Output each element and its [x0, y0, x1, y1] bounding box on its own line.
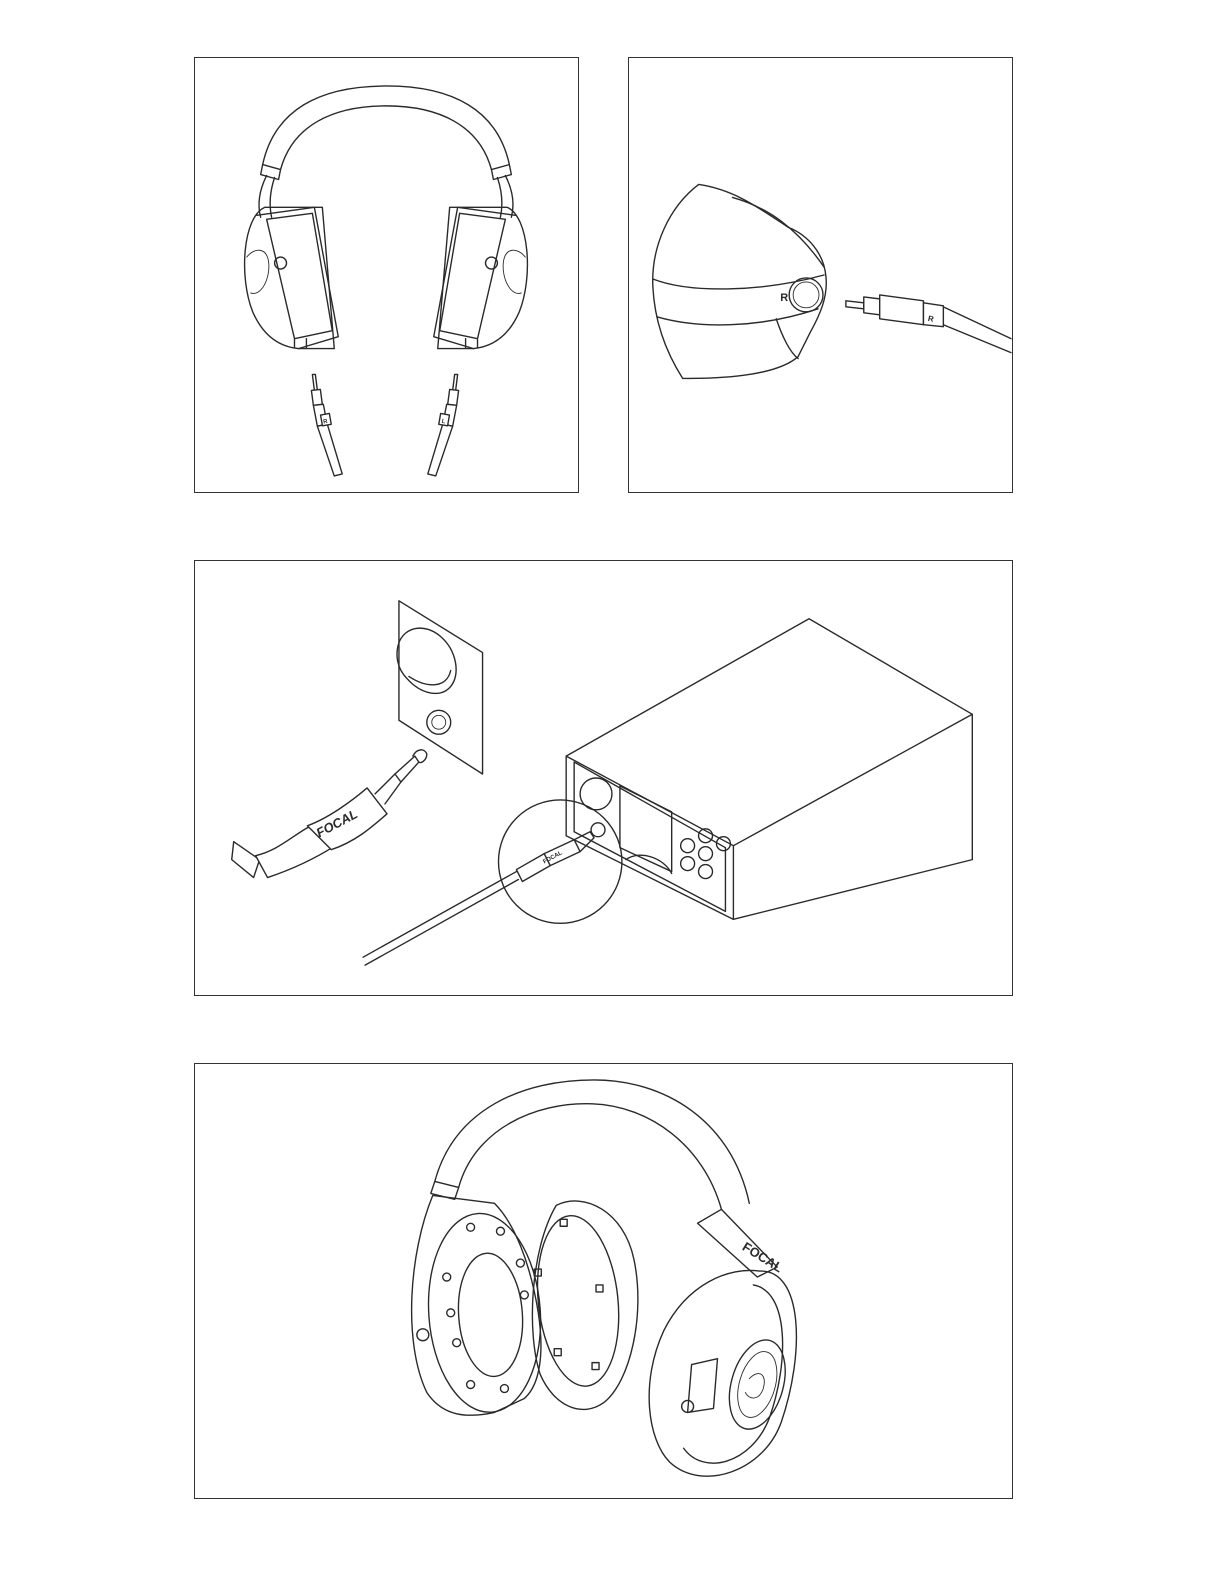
plug-right-detached: R — [311, 374, 342, 475]
earcup-cable-closeup-illustration: R R — [629, 58, 1012, 492]
earcup-socket-letter: R — [780, 292, 788, 304]
yoke-left — [259, 176, 275, 218]
earcup-open-baffle — [412, 1195, 547, 1416]
ear-pad-detached — [530, 1201, 638, 1409]
ear-pad-replacement-illustration: FOCAL — [195, 1064, 1012, 1498]
jack-plug: FOCAL — [232, 750, 427, 878]
earcup-closeup: R — [653, 184, 827, 378]
earcup-right — [434, 207, 528, 348]
earcup-left — [245, 207, 339, 348]
headband-outer — [263, 86, 510, 165]
headband-inner — [281, 106, 492, 170]
cable-plug-closeup: R — [846, 295, 1011, 353]
amplifier-connection-illustration: FOCAL FOCAL — [195, 561, 1012, 995]
panel-detach-cables: R L — [194, 57, 579, 493]
panel-replace-ear-pads: FOCAL — [194, 1063, 1013, 1499]
panel-connect-amplifier: FOCAL FOCAL — [194, 560, 1013, 996]
headband-slider-right — [491, 165, 511, 180]
yoke-right — [497, 176, 513, 218]
amplifier-front-inset — [397, 601, 483, 774]
headband-slider-left — [261, 165, 281, 180]
plug-left-detached: L — [428, 374, 459, 475]
mini-plug-magnifier: FOCAL — [363, 800, 622, 965]
earcup-right-closed — [649, 1270, 796, 1476]
panel-connect-cable: R R — [628, 57, 1013, 493]
headband-arched: FOCAL — [431, 1080, 786, 1277]
headphones-front-illustration: R L — [195, 58, 578, 492]
amplifier-unit — [566, 619, 972, 920]
